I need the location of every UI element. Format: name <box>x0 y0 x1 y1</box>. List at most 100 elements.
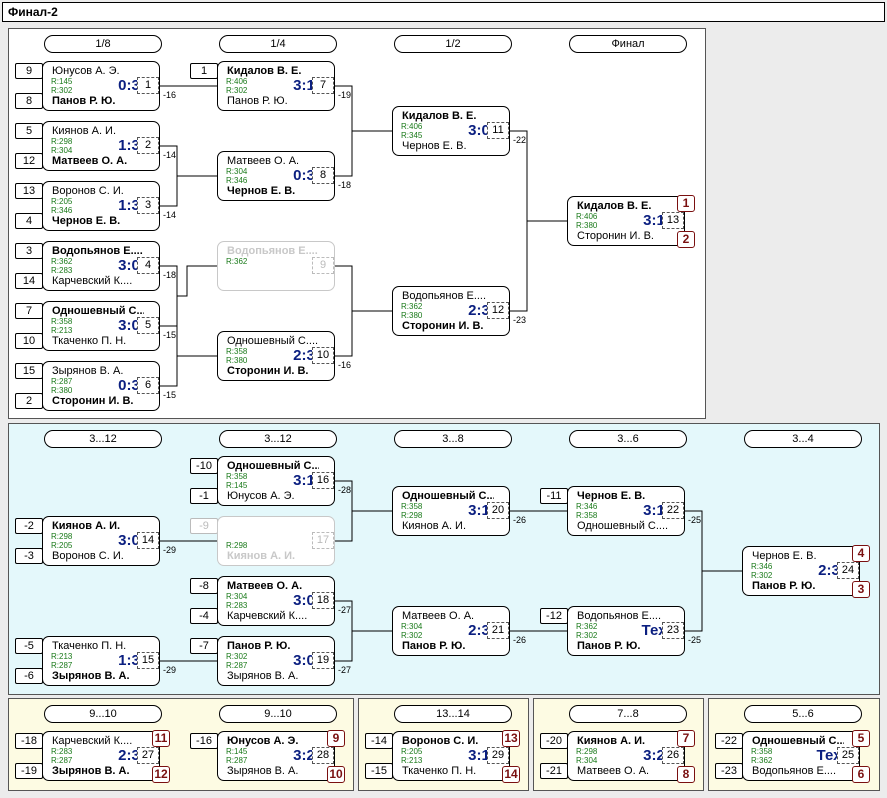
match-score: 2:3 <box>818 562 840 579</box>
player-1-rating: R:358 <box>226 347 248 356</box>
match-score: 3:1 <box>643 212 665 229</box>
round-header-h-final: Финал <box>569 35 687 53</box>
player-2-name: Ткаченко П. Н. <box>52 335 127 347</box>
match-number: 1 <box>137 77 159 94</box>
seed-box: 9 <box>15 63 43 79</box>
player-1-rating: R:358 <box>51 317 73 326</box>
player-1-rating: R:358 <box>401 502 423 511</box>
match-score: 0:3 <box>118 377 140 394</box>
place-badge: 13 <box>502 730 520 747</box>
player-2-name: Сторонин И. В. <box>577 230 654 242</box>
seed-box: 10 <box>15 333 43 349</box>
player-1-name: Матвеев О. А. <box>227 155 300 167</box>
match-score: 3:0 <box>468 122 490 139</box>
player-1-name: Одношевный С.... <box>402 490 494 502</box>
loser-destination: -19 <box>338 90 352 100</box>
match-score: 1:3 <box>118 137 140 154</box>
player-2-name: Зырянов В. А. <box>227 765 299 777</box>
seed-box: 8 <box>15 93 43 109</box>
match-number: 17 <box>312 532 334 549</box>
match-number: 24 <box>837 562 859 579</box>
player-2-rating: R:287 <box>51 661 73 670</box>
player-1-name: Зырянов В. А. <box>52 365 124 377</box>
seed-box: -11 <box>540 488 568 504</box>
player-1-name: Киянов А. И. <box>52 520 121 532</box>
player-2-name: Чернов Е. В. <box>52 215 121 227</box>
match-number: 12 <box>487 302 509 319</box>
player-1-name: Одношевный С.... <box>52 305 144 317</box>
player-2-name: Одношевный С.... <box>577 520 669 532</box>
seed-box: 14 <box>15 273 43 289</box>
player-1-name: Юнусов А. Э. <box>227 735 299 747</box>
loser-destination: -15 <box>163 330 177 340</box>
player-1-rating: R:145 <box>226 747 248 756</box>
round-header-h-13-14: 13...14 <box>394 705 512 723</box>
round-header-h-3-4: 3...4 <box>744 430 862 448</box>
player-1-name <box>227 520 319 533</box>
player-1-name: Киянов А. И. <box>52 125 117 137</box>
player-1-name: Кидалов В. Е. <box>227 65 302 77</box>
place-badge: 2 <box>677 231 695 248</box>
player-1-rating: R:406 <box>401 122 423 131</box>
player-2-rating: R:380 <box>576 221 598 230</box>
player-2-rating: R:302 <box>51 86 73 95</box>
player-1-rating: R:362 <box>51 257 73 266</box>
round-header-h-3-12b: 3...12 <box>219 430 337 448</box>
match-score: 3:1 <box>643 502 665 519</box>
match-number: 28 <box>312 747 334 764</box>
player-2-name: Сторонин И. В. <box>227 365 309 377</box>
seed-box: -2 <box>15 518 43 534</box>
loser-destination: -29 <box>163 665 177 675</box>
player-2-rating: R:302 <box>751 571 773 580</box>
seed-box: 4 <box>15 213 43 229</box>
player-2-rating: R:205 <box>51 541 73 550</box>
match-number: 27 <box>137 747 159 764</box>
player-2-rating: R:302 <box>401 631 423 640</box>
match-score: 0:3 <box>118 77 140 94</box>
player-1-name: Водопьянов Е.... <box>402 290 487 302</box>
loser-destination: -18 <box>163 270 177 280</box>
player-1-rating: R:346 <box>751 562 773 571</box>
loser-destination: -16 <box>338 360 352 370</box>
player-1-name: Кидалов В. Е. <box>402 110 477 122</box>
place-badge: 7 <box>677 730 695 747</box>
round-header-h-7-8: 7...8 <box>569 705 687 723</box>
match-score: 2:3 <box>118 747 140 764</box>
player-2-rating: R:346 <box>226 176 248 185</box>
player-2-rating: R:287 <box>226 756 248 765</box>
loser-destination: -18 <box>338 180 352 190</box>
player-1-rating: R:304 <box>226 167 248 176</box>
player-2-name: Панов Р. Ю. <box>52 95 116 107</box>
match-number: 5 <box>137 317 159 334</box>
seed-box: -1 <box>190 488 218 504</box>
loser-destination: -28 <box>338 485 352 495</box>
match-number: 4 <box>137 257 159 274</box>
player-1-rating: R:304 <box>401 622 423 631</box>
loser-destination: -26 <box>513 635 527 645</box>
player-1-name: Водопьянов Е.... <box>52 245 143 257</box>
player-1-rating: R:358 <box>226 472 248 481</box>
player-1-name: Водопьянов Е.... <box>227 245 318 257</box>
match-score: 3:0 <box>118 257 140 274</box>
player-2-rating: R:298 <box>226 541 248 550</box>
loser-destination: -29 <box>163 545 177 555</box>
seed-box: -19 <box>15 763 43 779</box>
match-number: 10 <box>312 347 334 364</box>
match-score: 3:1 <box>468 747 490 764</box>
match-card-9[interactable]: Водопьянов Е....R:362 <box>217 241 335 291</box>
player-2-rating: R:302 <box>576 631 598 640</box>
